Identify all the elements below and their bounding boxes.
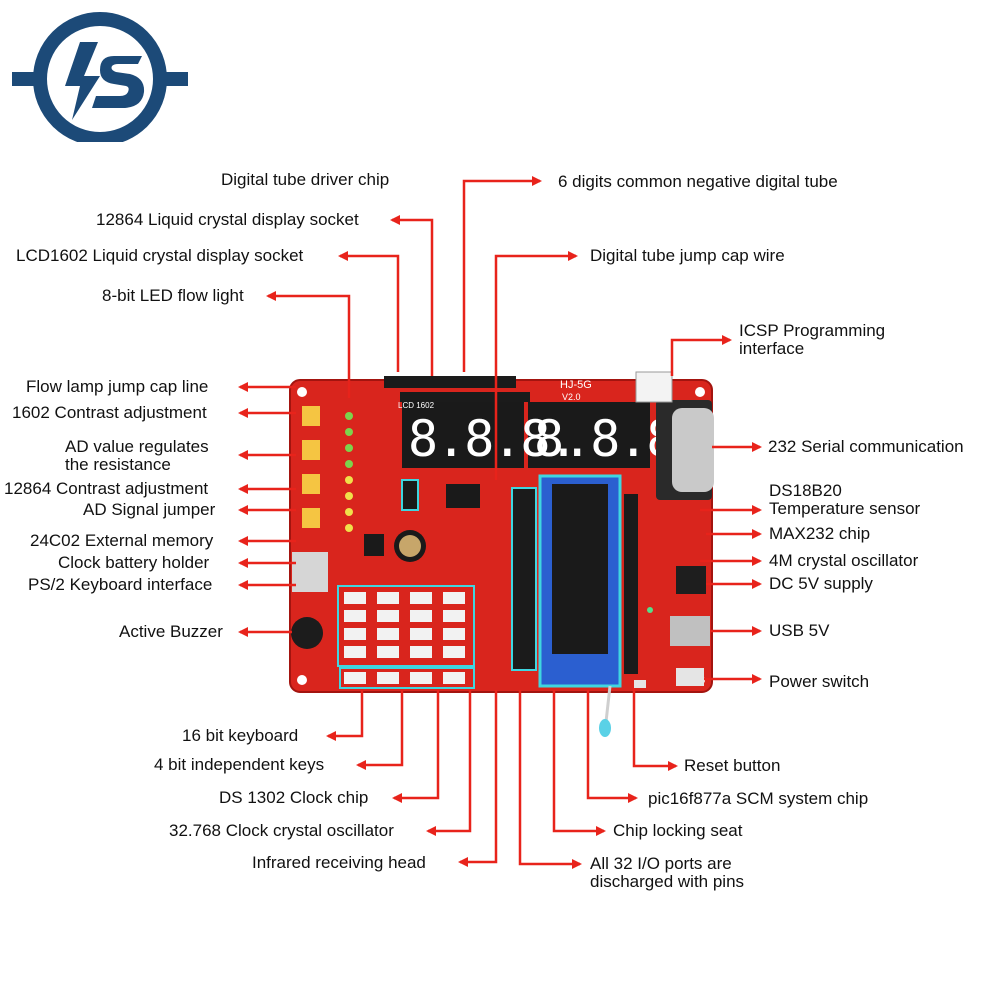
label-eeprom: 24C02 External memory bbox=[30, 531, 214, 550]
callout-lines bbox=[238, 176, 762, 869]
label-ad-value-line2: the resistance bbox=[65, 455, 171, 474]
keypad-key bbox=[443, 610, 465, 622]
label-usb5v: USB 5V bbox=[769, 621, 830, 640]
independent-key bbox=[410, 672, 432, 684]
independent-key bbox=[344, 672, 366, 684]
keypad-key bbox=[410, 610, 432, 622]
label-led-flow: 8-bit LED flow light bbox=[102, 286, 244, 305]
label-battery: Clock battery holder bbox=[58, 553, 210, 572]
label-ad-jumper: AD Signal jumper bbox=[83, 500, 216, 519]
label-flow-jump: Flow lamp jump cap line bbox=[26, 377, 209, 396]
label-io-line2: discharged with pins bbox=[590, 872, 745, 891]
keypad-16 bbox=[337, 585, 475, 667]
label-buzzer: Active Buzzer bbox=[119, 622, 223, 641]
label-ad-value-line1: AD value regulates bbox=[65, 437, 209, 456]
label-six-digit-tube: 6 digits common negative digital tube bbox=[558, 172, 838, 191]
label-serial-232: 232 Serial communication bbox=[768, 437, 964, 456]
label-dc5v: DC 5V supply bbox=[769, 574, 873, 593]
seven-segment-display: 8.8.8. 8.8.8. bbox=[402, 402, 705, 468]
potentiometers bbox=[302, 406, 320, 528]
svg-text:8.8.8.: 8.8.8. bbox=[408, 410, 577, 468]
keypad-key bbox=[443, 628, 465, 640]
label-jump-cap-wire: Digital tube jump cap wire bbox=[590, 246, 785, 265]
keypad-key bbox=[344, 610, 366, 622]
digital-tube-driver-chip bbox=[446, 484, 480, 508]
label-power-switch: Power switch bbox=[769, 672, 870, 691]
keypad-key bbox=[377, 628, 399, 640]
power-led bbox=[647, 607, 653, 613]
label-contrast-12864: 12864 Contrast adjustment bbox=[4, 479, 209, 498]
label-lcd1602-socket: LCD1602 Liquid crystal display socket bbox=[16, 246, 304, 265]
keypad-key bbox=[377, 592, 399, 604]
label-icsp-line2: interface bbox=[739, 339, 805, 358]
mcu-socket bbox=[538, 474, 622, 688]
label-ds1302: DS 1302 Clock chip bbox=[219, 788, 369, 807]
buzzer bbox=[291, 617, 323, 649]
label-ir: Infrared receiving head bbox=[252, 853, 426, 872]
keypad-key bbox=[377, 646, 399, 658]
keypad-key bbox=[344, 592, 366, 604]
lcd1602-header bbox=[400, 392, 530, 402]
usb-port bbox=[670, 616, 710, 646]
keypad-key bbox=[377, 610, 399, 622]
keypad-key bbox=[410, 592, 432, 604]
keypad-key bbox=[410, 646, 432, 658]
keypad-keys bbox=[344, 592, 465, 658]
label-keys4: 4 bit independent keys bbox=[154, 755, 325, 774]
keypad-key bbox=[443, 646, 465, 658]
dc-jack bbox=[676, 566, 706, 594]
jump-cap-block bbox=[401, 479, 419, 511]
label-mcu: pic16f877a SCM system chip bbox=[648, 789, 869, 808]
label-crystal-4m: 4M crystal oscillator bbox=[769, 551, 919, 570]
label-contrast-1602: 1602 Contrast adjustment bbox=[12, 403, 207, 422]
label-lcd12864-socket: 12864 Liquid crystal display socket bbox=[96, 210, 359, 229]
eeprom-chip bbox=[364, 534, 384, 556]
db9-connector bbox=[656, 400, 714, 500]
keypad-key bbox=[344, 646, 366, 658]
independent-keys bbox=[339, 667, 475, 689]
label-crystal-32k: 32.768 Clock crystal oscillator bbox=[169, 821, 394, 840]
label-ds18b20-line2: Temperature sensor bbox=[769, 499, 921, 518]
ir-receiver bbox=[599, 719, 611, 737]
label-reset: Reset button bbox=[684, 756, 781, 775]
power-switch-body bbox=[676, 668, 704, 686]
reset-button-body bbox=[634, 680, 646, 688]
ps2-connector bbox=[292, 552, 328, 592]
label-ds18b20-line1: DS18B20 bbox=[769, 481, 842, 500]
keypad-key bbox=[443, 592, 465, 604]
label-max232: MAX232 chip bbox=[769, 524, 871, 543]
keypad-key bbox=[344, 628, 366, 640]
label-keyboard16: 16 bit keyboard bbox=[182, 726, 299, 745]
board-brand: HJ-5G bbox=[560, 379, 592, 391]
label-ps2: PS/2 Keyboard interface bbox=[28, 575, 213, 594]
lightning-s-logo-icon bbox=[12, 12, 188, 142]
independent-key bbox=[443, 672, 465, 684]
label-icsp-line1: ICSP Programming bbox=[739, 321, 886, 340]
right-pin-header bbox=[624, 494, 638, 674]
label-digital-tube-driver: Digital tube driver chip bbox=[221, 170, 390, 189]
board-lcd-text: LCD 1602 bbox=[398, 401, 435, 410]
lcd12864-header bbox=[384, 376, 516, 388]
io-pin-header bbox=[511, 487, 537, 671]
board-version: V2.0 bbox=[562, 392, 581, 402]
led-column bbox=[345, 412, 353, 532]
icsp-connector bbox=[635, 371, 673, 403]
keypad-key bbox=[410, 628, 432, 640]
independent-key-buttons bbox=[344, 672, 465, 684]
label-locking-seat: Chip locking seat bbox=[613, 821, 743, 840]
label-io-line1: All 32 I/O ports are bbox=[590, 854, 732, 873]
independent-key bbox=[377, 672, 399, 684]
